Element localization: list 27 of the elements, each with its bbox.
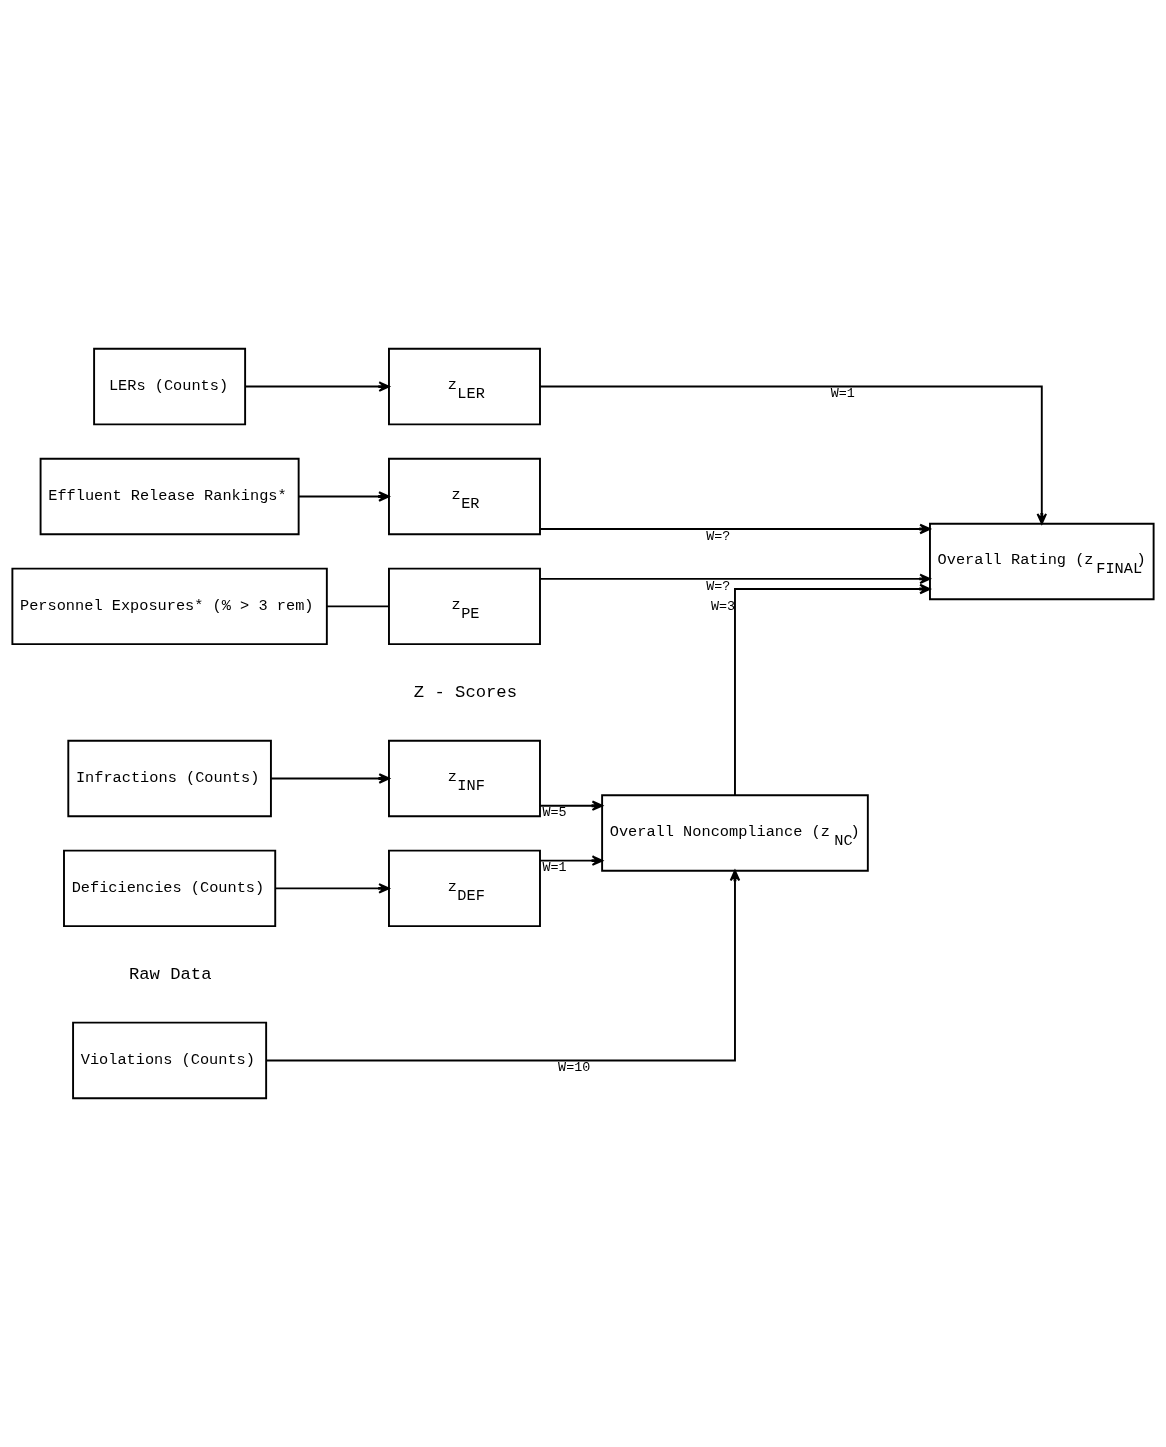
arrow — [539, 573, 931, 585]
edge-label: W=5 — [542, 805, 567, 821]
connector — [326, 605, 390, 608]
arrow — [734, 583, 931, 797]
edge-label: W=? — [706, 578, 731, 594]
edge-label: W=1 — [830, 386, 855, 402]
arrow — [539, 800, 603, 811]
edge-label: W=1 — [542, 860, 567, 876]
node-box: Violations (Counts) — [72, 1021, 268, 1100]
arrow — [270, 773, 390, 784]
node-box: Infractions (Counts) — [67, 739, 272, 818]
arrow — [244, 381, 390, 392]
node-box: LERs (Counts) — [93, 347, 247, 426]
arrow — [539, 855, 603, 866]
edge-label: W=3 — [711, 599, 736, 615]
node-box: Effluent Release Rankings* — [39, 457, 300, 536]
label: Z - Scores — [413, 682, 517, 702]
arrow — [298, 491, 390, 502]
node-box: Deficiencies (Counts) — [63, 849, 277, 928]
edge-label: W=10 — [558, 1060, 591, 1076]
arrow — [274, 883, 390, 894]
arrow — [539, 523, 931, 535]
node-box: Personnel Exposures* (% > 3 rem) — [11, 567, 328, 646]
arrow — [265, 869, 741, 1062]
label: Raw Data — [128, 964, 212, 984]
edge-label: W=? — [706, 528, 731, 544]
arrow — [539, 385, 1048, 525]
